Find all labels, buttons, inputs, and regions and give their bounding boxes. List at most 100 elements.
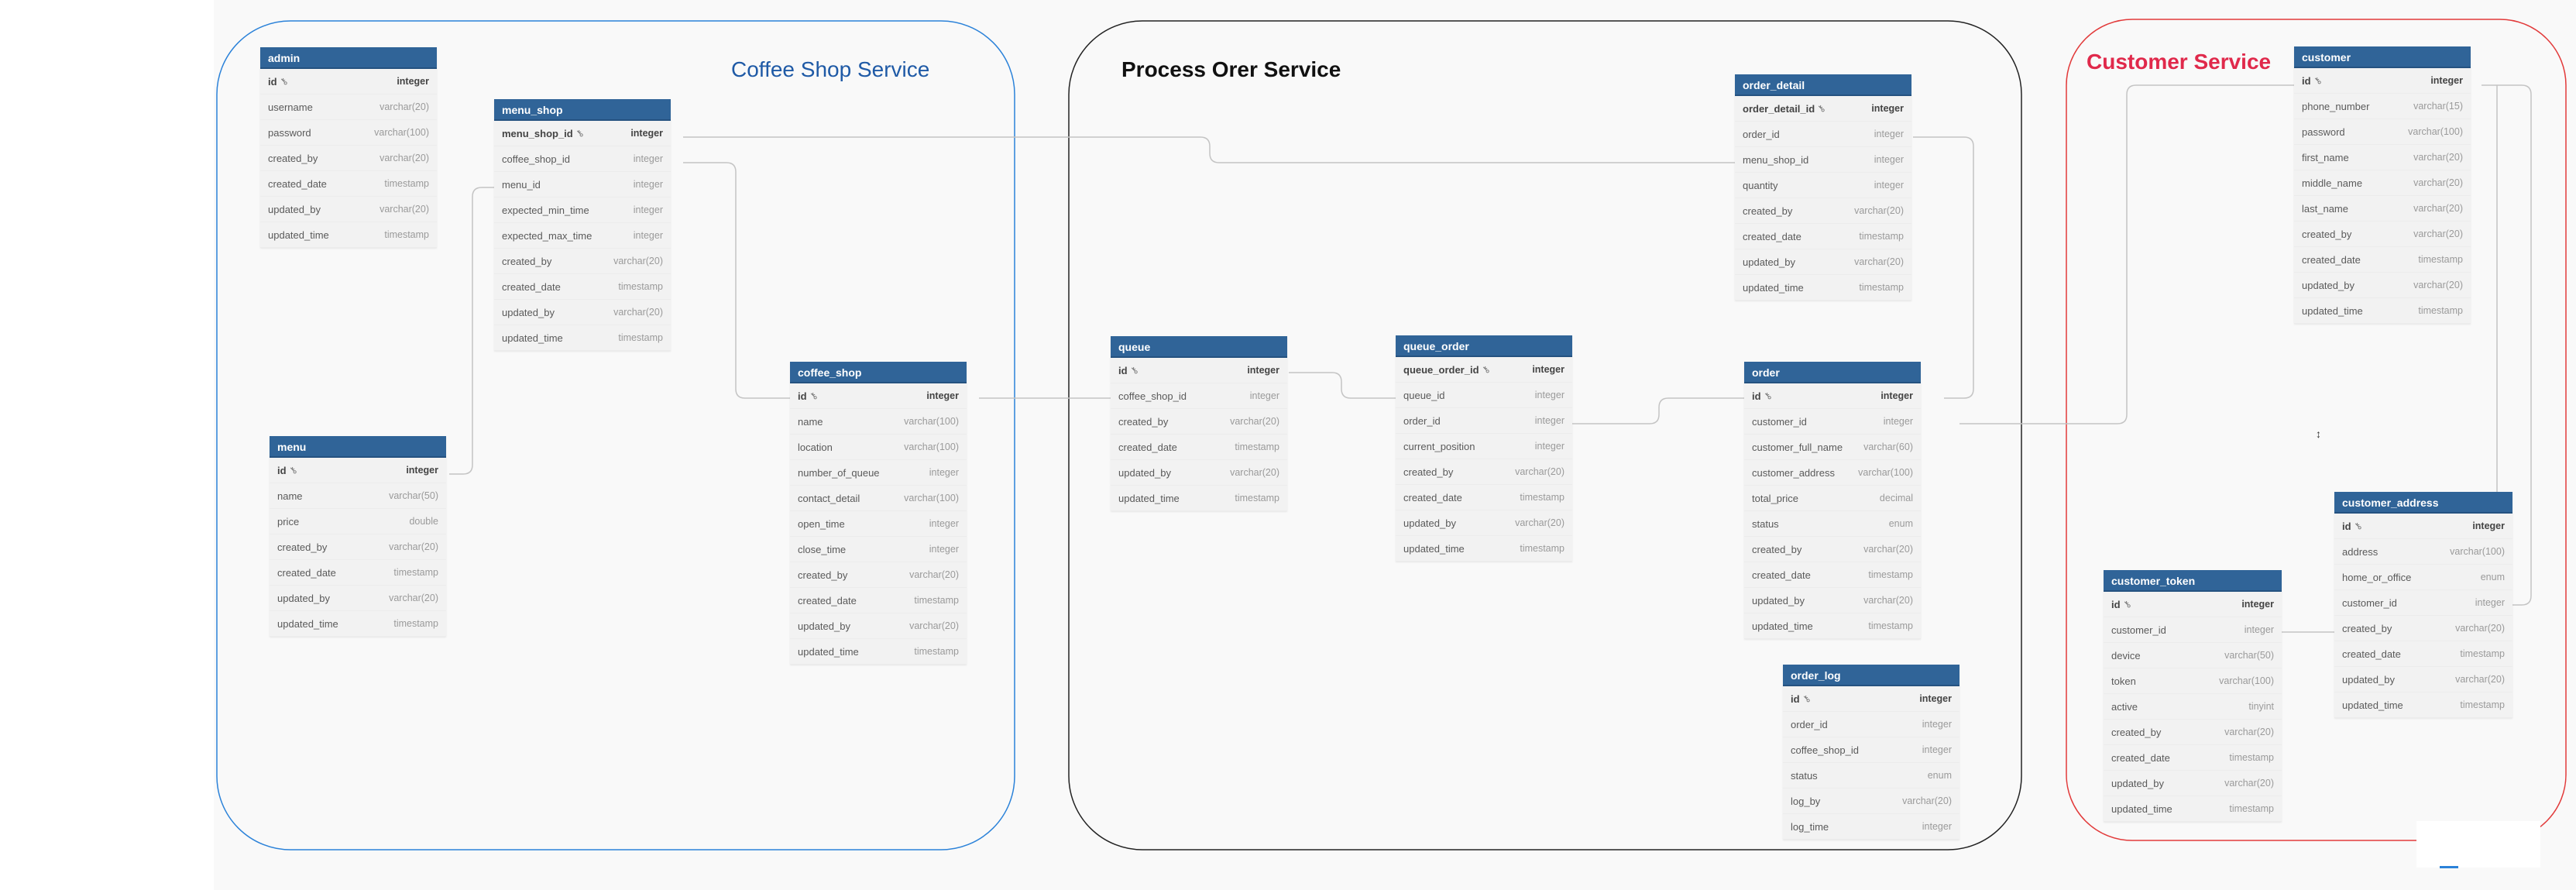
primary-key-row[interactable]: order_detail_id⚷integer	[1735, 96, 1911, 122]
table-header[interactable]: queue	[1111, 336, 1287, 358]
primary-key-row[interactable]: id⚷integer	[1111, 358, 1287, 383]
primary-key-row[interactable]: id⚷integer	[1783, 686, 1959, 712]
table-header[interactable]: admin	[260, 47, 437, 69]
table-header[interactable]: customer_address	[2334, 492, 2512, 514]
table-header[interactable]: customer	[2294, 46, 2471, 68]
primary-key-row[interactable]: id⚷integer	[260, 69, 437, 94]
primary-key-row[interactable]: id⚷integer	[2294, 68, 2471, 94]
primary-key-row[interactable]: id⚷integer	[2104, 592, 2282, 617]
primary-key-row[interactable]: id⚷integer	[1744, 383, 1921, 409]
scrollbar-indicator[interactable]	[2440, 866, 2458, 868]
primary-key-row[interactable]: id⚷integer	[790, 383, 967, 409]
table-header[interactable]: queue_order	[1396, 335, 1572, 357]
primary-key-row[interactable]: id⚷integer	[270, 458, 446, 483]
table-header[interactable]: menu_shop	[494, 99, 671, 121]
primary-key-row[interactable]: queue_order_id⚷integer	[1396, 357, 1572, 383]
table-header[interactable]: order_detail	[1735, 74, 1911, 96]
table-header[interactable]: order_log	[1783, 665, 1959, 686]
table-header[interactable]: customer_token	[2104, 570, 2282, 592]
